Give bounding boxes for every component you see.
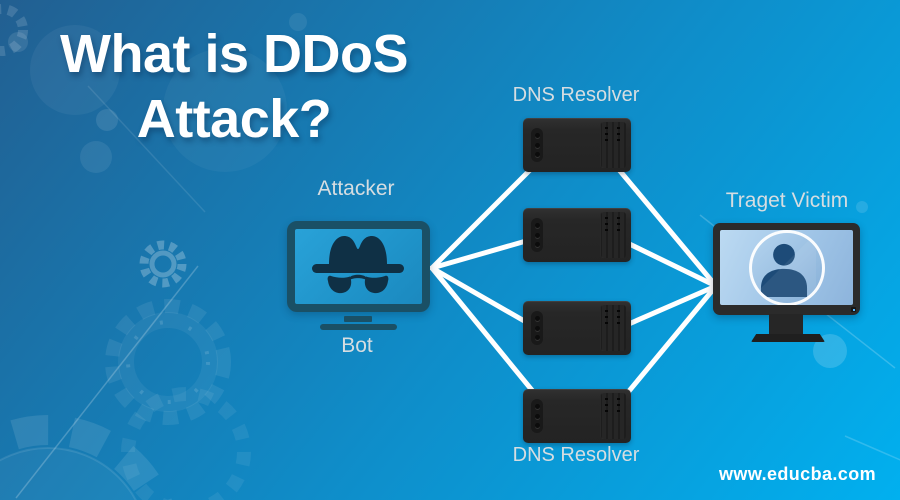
dns-server [523,301,631,355]
title-line-2: Attack? [136,88,332,149]
power-led [851,307,856,312]
attacker-label: Attacker [317,177,395,200]
server-power-pill [531,311,543,345]
page-title: What is DDoS Attack? [0,22,468,152]
server-power-pill [531,218,543,252]
server-power-pill [531,128,543,162]
dns-server [523,389,631,443]
server-vent-panel [600,393,626,439]
server-vent-panel [600,212,626,258]
server-vent-panel [600,122,626,168]
victim-monitor-stand-base [751,334,825,342]
dns-server [523,208,631,262]
title-line-1: What is DDoS [59,24,409,84]
watermark: www.educba.com [719,464,876,484]
dns-resolver-label-top: DNS Resolver [512,84,640,106]
server-power-pill [531,399,543,433]
attacker-monitor-stand-base [320,324,397,330]
victim-screen [720,230,853,305]
server-vent-panel [600,305,626,351]
attacker-monitor-stand-neck [344,316,372,322]
attacker-monitor [287,221,430,312]
victim-monitor [713,223,860,315]
bot-label: Bot [341,334,373,357]
spy-incognito-icon [312,236,404,294]
user-avatar-icon [748,230,825,305]
victim-monitor-stand-neck [769,314,803,335]
dns-server [523,118,631,172]
dns-resolver-label-bottom: DNS Resolver [512,444,640,466]
victim-label: Traget Victim [725,189,849,212]
